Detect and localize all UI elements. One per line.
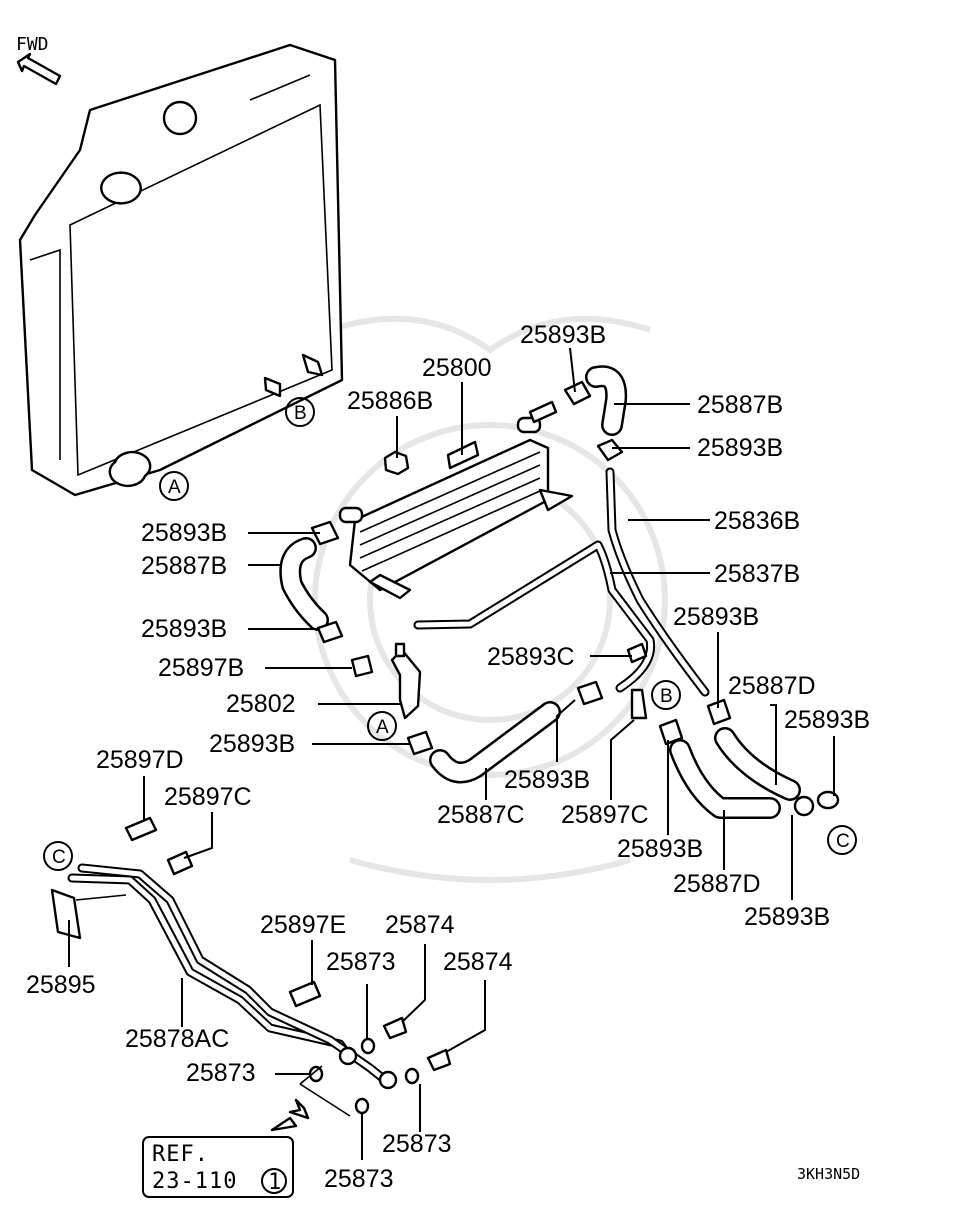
nut-25886B-drawing: [383, 450, 410, 476]
callout-25893B-center: 25893B: [504, 766, 590, 794]
callout-25893B-bottom-right: 25893B: [744, 903, 830, 931]
callout-25893B-left-low: 25893B: [209, 730, 295, 758]
pipe-25837B-drawing: [413, 540, 656, 693]
callout-25887C: 25887C: [437, 801, 525, 829]
connector-c-right-label: C: [836, 831, 850, 852]
fwd-label: FWD: [16, 34, 49, 55]
callout-25893B-right-mid: 25893B: [673, 603, 759, 631]
hose-25887B-upper-drawing: [585, 365, 628, 436]
hose-25887C-drawing: [429, 701, 561, 784]
clamp-left-drawing: [310, 520, 344, 644]
callout-25878AC: 25878AC: [125, 1025, 229, 1053]
callout-25893C: 25893C: [487, 643, 575, 671]
leader-lines: [68, 347, 835, 1160]
reference-circle-number: 1: [268, 1170, 282, 1195]
connector-a-top-label: A: [168, 477, 181, 498]
connector-a-top: A: [159, 471, 189, 501]
connector-a-mid: A: [367, 711, 397, 741]
radiator-drawing: [18, 43, 344, 497]
connector-a-mid-label: A: [376, 717, 389, 738]
callout-25873-right: 25873: [382, 1130, 452, 1158]
callout-25887D-upper: 25887D: [728, 672, 816, 700]
pipe-25836B-drawing: [605, 467, 710, 697]
callout-25893B-left-top: 25893B: [141, 519, 227, 547]
callout-25887B-left: 25887B: [141, 552, 227, 580]
callout-25887B-upper: 25887B: [697, 391, 783, 419]
hose-25887B-left-drawing: [279, 537, 329, 631]
callout-25802: 25802: [226, 690, 296, 718]
connector-b-mid: B: [651, 680, 681, 710]
reference-line-1: REF.: [152, 1142, 209, 1167]
callout-25897E: 25897E: [260, 911, 346, 939]
callout-25893B-top: 25893B: [520, 321, 606, 349]
callout-25893B-upper-right: 25893B: [697, 434, 783, 462]
callout-25873-left: 25873: [186, 1059, 256, 1087]
forward-arrow-icon: [16, 52, 62, 86]
callout-25893B-far-right: 25893B: [784, 706, 870, 734]
callout-25836B: 25836B: [714, 507, 800, 535]
clamp-mid-drawing: [406, 642, 648, 756]
reference-line-2: 23-110: [152, 1169, 237, 1194]
connector-b-top-label: B: [294, 403, 307, 424]
gaskets-lower-drawing: [308, 1037, 420, 1115]
pipe-assembly-25878AC-drawing: [67, 863, 398, 1090]
diagram-code: 3KH3N5D: [797, 1165, 860, 1183]
callout-25886B: 25886B: [347, 387, 433, 415]
reference-box: REF. 23-110 1: [142, 1136, 294, 1198]
clamp-upper-drawing: [528, 380, 624, 462]
callout-25893B-left-mid: 25893B: [141, 615, 227, 643]
callout-25897D: 25897D: [96, 746, 184, 774]
callout-25897C-center: 25897C: [561, 801, 649, 829]
connector-c-left: C: [43, 841, 73, 871]
callout-25873-top: 25873: [326, 948, 396, 976]
oil-cooler-drawing: [338, 416, 574, 600]
connector-b-top: B: [285, 397, 315, 427]
hose-25887D-drawing: [669, 727, 801, 819]
callout-25874-left: 25874: [385, 911, 455, 939]
callout-25873-bottom: 25873: [324, 1165, 394, 1193]
callout-25800: 25800: [422, 354, 492, 382]
bracket-25802-drawing: [350, 642, 422, 720]
callout-25895: 25895: [26, 971, 96, 999]
callout-25897B: 25897B: [158, 654, 244, 682]
callout-25893B-lower-right: 25893B: [617, 835, 703, 863]
callout-25874-right: 25874: [443, 948, 513, 976]
connector-b-mid-label: B: [660, 686, 673, 707]
bracket-25895-drawing: [50, 888, 127, 940]
callout-25837B: 25837B: [714, 560, 800, 588]
callout-25887D-lower: 25887D: [673, 870, 761, 898]
callout-25897C-left: 25897C: [164, 783, 252, 811]
connector-c-left-label: C: [52, 847, 66, 868]
reference-arrow-icon: [270, 1065, 351, 1132]
connector-c-right: C: [827, 825, 857, 855]
